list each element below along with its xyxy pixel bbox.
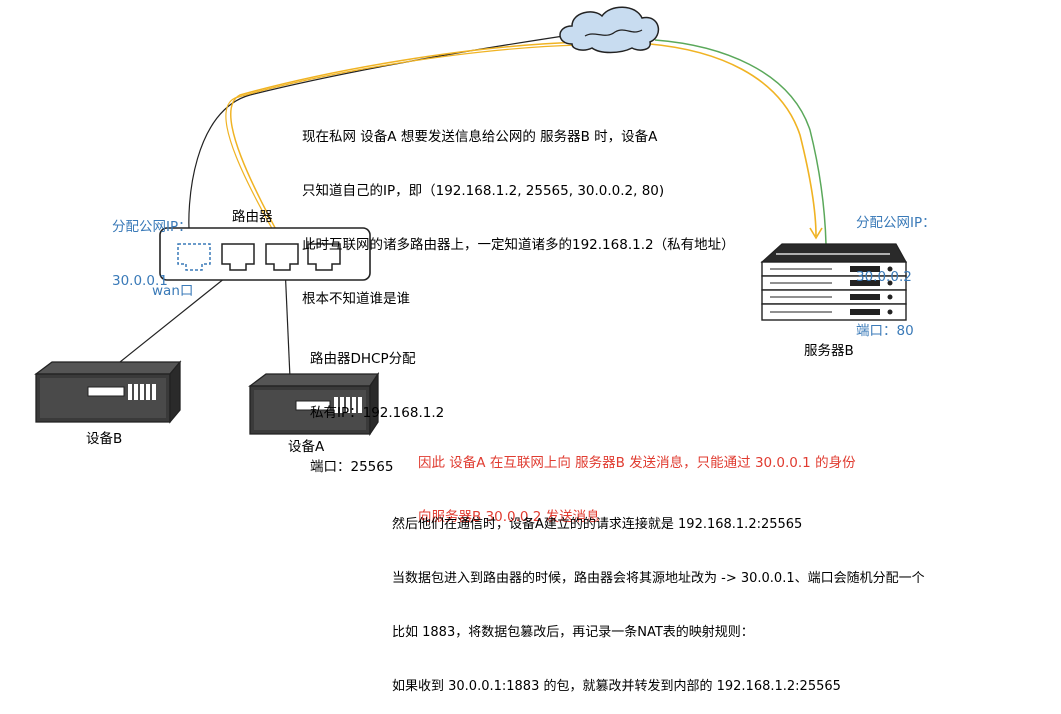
center-note-line: 现在私网 设备A 想要发送信息给公网的 服务器B 时，设备A <box>302 129 658 145</box>
server-label: 服务器B <box>804 343 854 359</box>
server-port: 端口：80 <box>856 323 914 339</box>
router-to-device-a-line <box>284 265 291 379</box>
conclusion-note: 因此 设备A 在互联网上向 服务器B 发送消息，只能通过 30.0.0.1 的身… <box>418 418 856 544</box>
dhcp-title: 路由器DHCP分配 <box>310 351 416 367</box>
cloud-icon <box>559 6 660 54</box>
device-a-label: 设备A <box>288 439 325 455</box>
center-note-line: 此时互联网的诸多路由器上，一定知道诸多的192.168.1.2（私有地址） <box>302 237 735 253</box>
rj45-port-icon <box>221 243 255 271</box>
center-note-line: 只知道自己的IP，即（192.168.1.2, 25565, 30.0.0.2,… <box>302 183 665 199</box>
rj45-port-icon <box>307 243 341 271</box>
router-label: 路由器 <box>232 209 273 225</box>
conclusion-line: 因此 设备A 在互联网上向 服务器B 发送消息，只能通过 30.0.0.1 的身… <box>418 455 856 471</box>
server-public-ip-value: 30.0.0.2 <box>856 269 912 285</box>
cloud-to-server-yellow-line <box>649 43 817 237</box>
server-public-ip-title: 分配公网IP： <box>856 215 936 231</box>
server-rack-icon <box>760 243 908 321</box>
rj45-port-icon <box>177 243 211 271</box>
center-note-line: 根本不知道谁是谁 <box>302 291 410 307</box>
router-to-device-b-line <box>119 265 241 363</box>
network-diagram <box>34 6 908 437</box>
router-icon <box>159 227 371 281</box>
conclusion-line: 向服务器B 30.0.0.2 发送消息 <box>418 509 600 525</box>
device-a-to-cloud-yellow-line <box>229 41 586 251</box>
desktop-device-icon <box>248 371 380 437</box>
desktop-device-icon <box>34 360 182 424</box>
nat-line: 当数据包进入到路由器的时候，路由器会将其源地址改为 -> 30.0.0.1、端口… <box>392 571 925 586</box>
device-a-private-ip: 私有IP：192.168.1.2 <box>310 405 445 421</box>
cloud-to-server-green-line <box>654 39 827 245</box>
server-info: 分配公网IP： 30.0.0.2 端口：80 <box>856 178 936 358</box>
nat-explanation: 然后他们在通信时，设备A建立的的请求连接就是 192.168.1.2:25565… <box>392 480 925 714</box>
nat-line: 然后他们在通信时，设备A建立的的请求连接就是 192.168.1.2:25565 <box>392 517 803 532</box>
nat-line: 比如 1883，将数据包篡改后，再记录一条NAT表的映射规则： <box>392 625 754 640</box>
rj45-port-icon <box>265 243 299 271</box>
nat-line: 如果收到 30.0.0.1:1883 的包，就篡改并转发到内部的 192.168… <box>392 679 841 694</box>
device-a-to-cloud-yellow-line-2 <box>225 44 581 251</box>
router-public-ip-title: 分配公网IP： <box>112 219 192 235</box>
router-public-ip-label: 分配公网IP： 30.0.0.1 <box>112 182 192 308</box>
router-wan-to-cloud-line <box>188 31 591 245</box>
center-note: 现在私网 设备A 想要发送信息给公网的 服务器B 时，设备A 只知道自己的IP，… <box>302 92 735 326</box>
device-b-label: 设备B <box>86 431 123 447</box>
device-a-dhcp-info: 路由器DHCP分配 私有IP：192.168.1.2 端口：25565 <box>310 314 444 494</box>
device-a-port: 端口：25565 <box>310 459 394 475</box>
arrow-head <box>809 227 823 240</box>
router-public-ip-value: 30.0.0.1 <box>112 273 168 289</box>
wan-port-label: wan口 <box>152 283 194 299</box>
